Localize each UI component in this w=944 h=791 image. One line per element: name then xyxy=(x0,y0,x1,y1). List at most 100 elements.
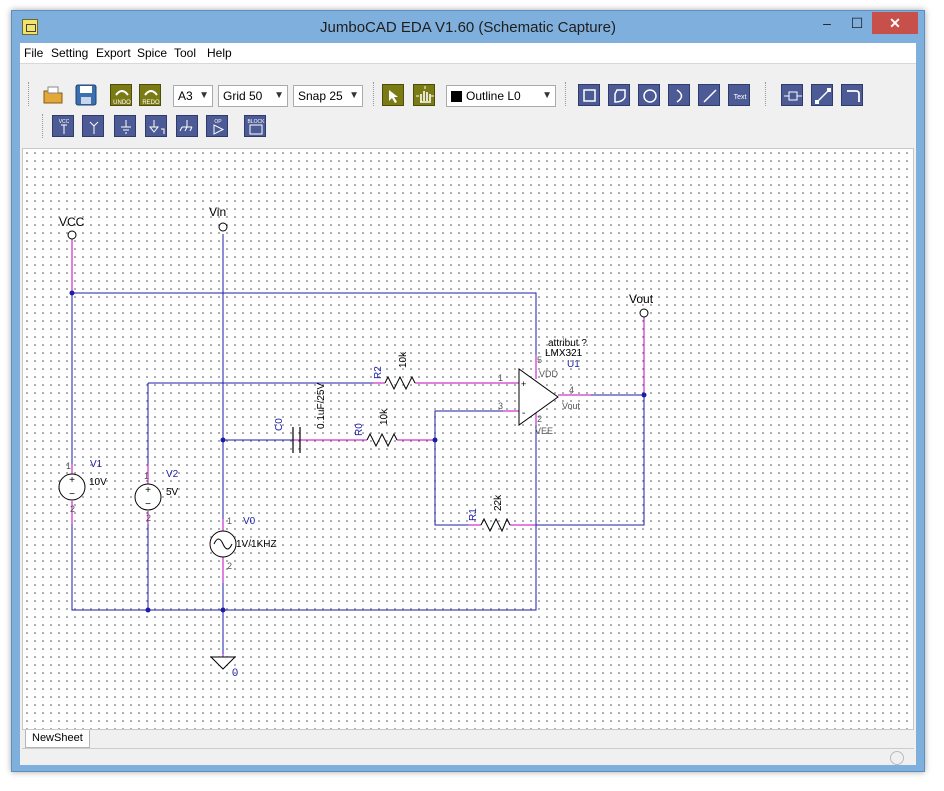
menu-file[interactable]: File xyxy=(24,46,44,60)
r1-left-wire[interactable] xyxy=(434,440,468,526)
v1-pin2: 2 xyxy=(70,504,75,514)
redo-button[interactable]: REDO xyxy=(139,84,161,106)
title-bar[interactable]: JumboCAD EDA V1.60 (Schematic Capture) –… xyxy=(12,11,924,45)
toolbar-grip[interactable] xyxy=(565,82,568,106)
paper-size-select[interactable]: A3▼ xyxy=(173,85,213,107)
v1-source-icon[interactable] xyxy=(58,473,86,501)
toolbar-grip[interactable] xyxy=(373,82,376,106)
component-pin-icon[interactable] xyxy=(781,84,803,106)
inverting-input-wire[interactable] xyxy=(434,410,503,440)
r0-value: 10k xyxy=(379,408,390,425)
open-folder-icon[interactable] xyxy=(42,84,64,106)
undo-button[interactable]: UNDO xyxy=(110,84,132,106)
menu-export[interactable]: Export xyxy=(96,46,131,60)
u1-ref: U1 xyxy=(567,359,580,370)
v1-pin1: 1 xyxy=(66,461,71,471)
snap-select[interactable]: Snap 25▼ xyxy=(293,85,363,107)
block-symbol-button[interactable]: BLOCK xyxy=(244,115,266,137)
opamp-symbol-button[interactable]: OP xyxy=(206,115,228,137)
toolbar-grip[interactable] xyxy=(28,82,31,106)
u1-pins xyxy=(503,355,591,425)
u1-pin1: 1 xyxy=(498,373,503,383)
vout-port-icon[interactable] xyxy=(639,308,649,318)
u1-pin3: 3 xyxy=(498,401,503,411)
resistor-r0-icon[interactable] xyxy=(366,432,398,448)
block-button-label: BLOCK xyxy=(248,119,266,125)
status-indicator-icon xyxy=(890,751,904,765)
chassis-ground-icon[interactable] xyxy=(176,115,198,137)
v2-pin2: 2 xyxy=(146,513,151,523)
v2-ref: V2 xyxy=(166,469,179,480)
c0-value: 0.1uF/25V xyxy=(316,383,327,429)
chevron-down-icon: ▼ xyxy=(542,90,552,101)
ground-rail-wire[interactable] xyxy=(71,425,537,611)
v2-pin1: 1 xyxy=(144,471,149,481)
u1-attribute: attribut ? xyxy=(548,338,587,349)
app-window: JumboCAD EDA V1.60 (Schematic Capture) –… xyxy=(11,10,925,772)
save-icon[interactable] xyxy=(75,84,97,106)
tab-newsheet[interactable]: NewSheet xyxy=(25,730,90,748)
v2-source-icon[interactable] xyxy=(134,483,162,511)
toolbar-grip[interactable] xyxy=(42,114,45,138)
menu-setting[interactable]: Setting xyxy=(51,46,89,60)
close-button[interactable]: ✕ xyxy=(872,12,918,34)
vin-label: Vin xyxy=(209,205,226,219)
bus-tool-icon[interactable] xyxy=(841,84,863,106)
menu-spice[interactable]: Spice xyxy=(137,46,168,60)
redo-label: REDO xyxy=(142,100,160,106)
menu-help[interactable]: Help xyxy=(207,46,232,60)
resistor-r2-icon[interactable] xyxy=(384,375,416,391)
v0-pin2: 2 xyxy=(227,561,232,571)
app-icon[interactable] xyxy=(22,19,38,35)
pan-hand-icon[interactable] xyxy=(413,84,435,106)
sheet-tab-strip: NewSheet xyxy=(22,730,914,749)
v0-pin1: 1 xyxy=(227,516,232,526)
u1-pin4: 4 xyxy=(569,385,574,395)
signal-ground-icon[interactable] xyxy=(145,115,167,137)
vcc-port-icon[interactable] xyxy=(67,230,77,240)
rectangle-tool-icon[interactable] xyxy=(578,84,600,106)
vcc-symbol-button[interactable]: VCC xyxy=(52,115,74,137)
feedback-wire[interactable] xyxy=(536,395,645,526)
polygon-tool-icon[interactable] xyxy=(608,84,630,106)
v2-minus-sign: − xyxy=(145,499,151,510)
u1-part: LMX321 xyxy=(545,348,583,359)
circle-tool-icon[interactable] xyxy=(638,84,660,106)
arc-tool-icon[interactable] xyxy=(668,84,690,106)
r1-ref: R1 xyxy=(468,508,479,521)
select-pointer-icon[interactable] xyxy=(382,84,404,106)
grid-select[interactable]: Grid 50▼ xyxy=(218,85,288,107)
opamp-u1-icon[interactable] xyxy=(518,368,559,426)
resistor-r1-icon[interactable] xyxy=(480,517,511,533)
text-tool-button[interactable]: Text xyxy=(728,84,750,106)
maximize-button[interactable]: ☐ xyxy=(850,15,864,31)
op-button-label: OP xyxy=(214,119,222,125)
u1-pin2: 2 xyxy=(537,414,542,424)
capacitor-c0-icon[interactable] xyxy=(292,427,301,453)
wires[interactable] xyxy=(71,234,645,669)
v2-value: 5V xyxy=(166,487,179,498)
v0-ref: V0 xyxy=(243,516,256,527)
schematic-canvas[interactable]: + − + − VCC xyxy=(22,148,914,730)
line-tool-icon[interactable] xyxy=(698,84,720,106)
layer-value: Outline L0 xyxy=(466,89,521,103)
power-port-icon[interactable] xyxy=(82,115,104,137)
toolbar-grip[interactable] xyxy=(765,82,768,106)
text-tool-label: Text xyxy=(734,94,747,101)
client-area: File Setting Export Spice Tool Help UNDO… xyxy=(20,43,916,765)
vcc-button-label: VCC xyxy=(59,119,70,125)
r1-value: 22k xyxy=(493,494,504,511)
vcc-rail-wire[interactable] xyxy=(72,292,537,355)
ground-icon[interactable] xyxy=(209,656,237,670)
u1-vout-label: Vout xyxy=(562,401,581,411)
vin-port-icon[interactable] xyxy=(218,222,228,232)
schematic-drawing[interactable]: + − + − VCC xyxy=(23,149,913,729)
layer-select[interactable]: Outline L0 ▼ xyxy=(446,85,556,107)
menu-tool[interactable]: Tool xyxy=(174,46,197,60)
ground-symbol-icon[interactable] xyxy=(114,115,136,137)
u1-pin5: 5 xyxy=(537,355,542,365)
u1-plus-sign: + xyxy=(521,379,526,389)
wire-tool-icon[interactable] xyxy=(811,84,833,106)
minimize-button[interactable]: – xyxy=(823,15,831,31)
v1-minus-sign: − xyxy=(69,489,75,500)
